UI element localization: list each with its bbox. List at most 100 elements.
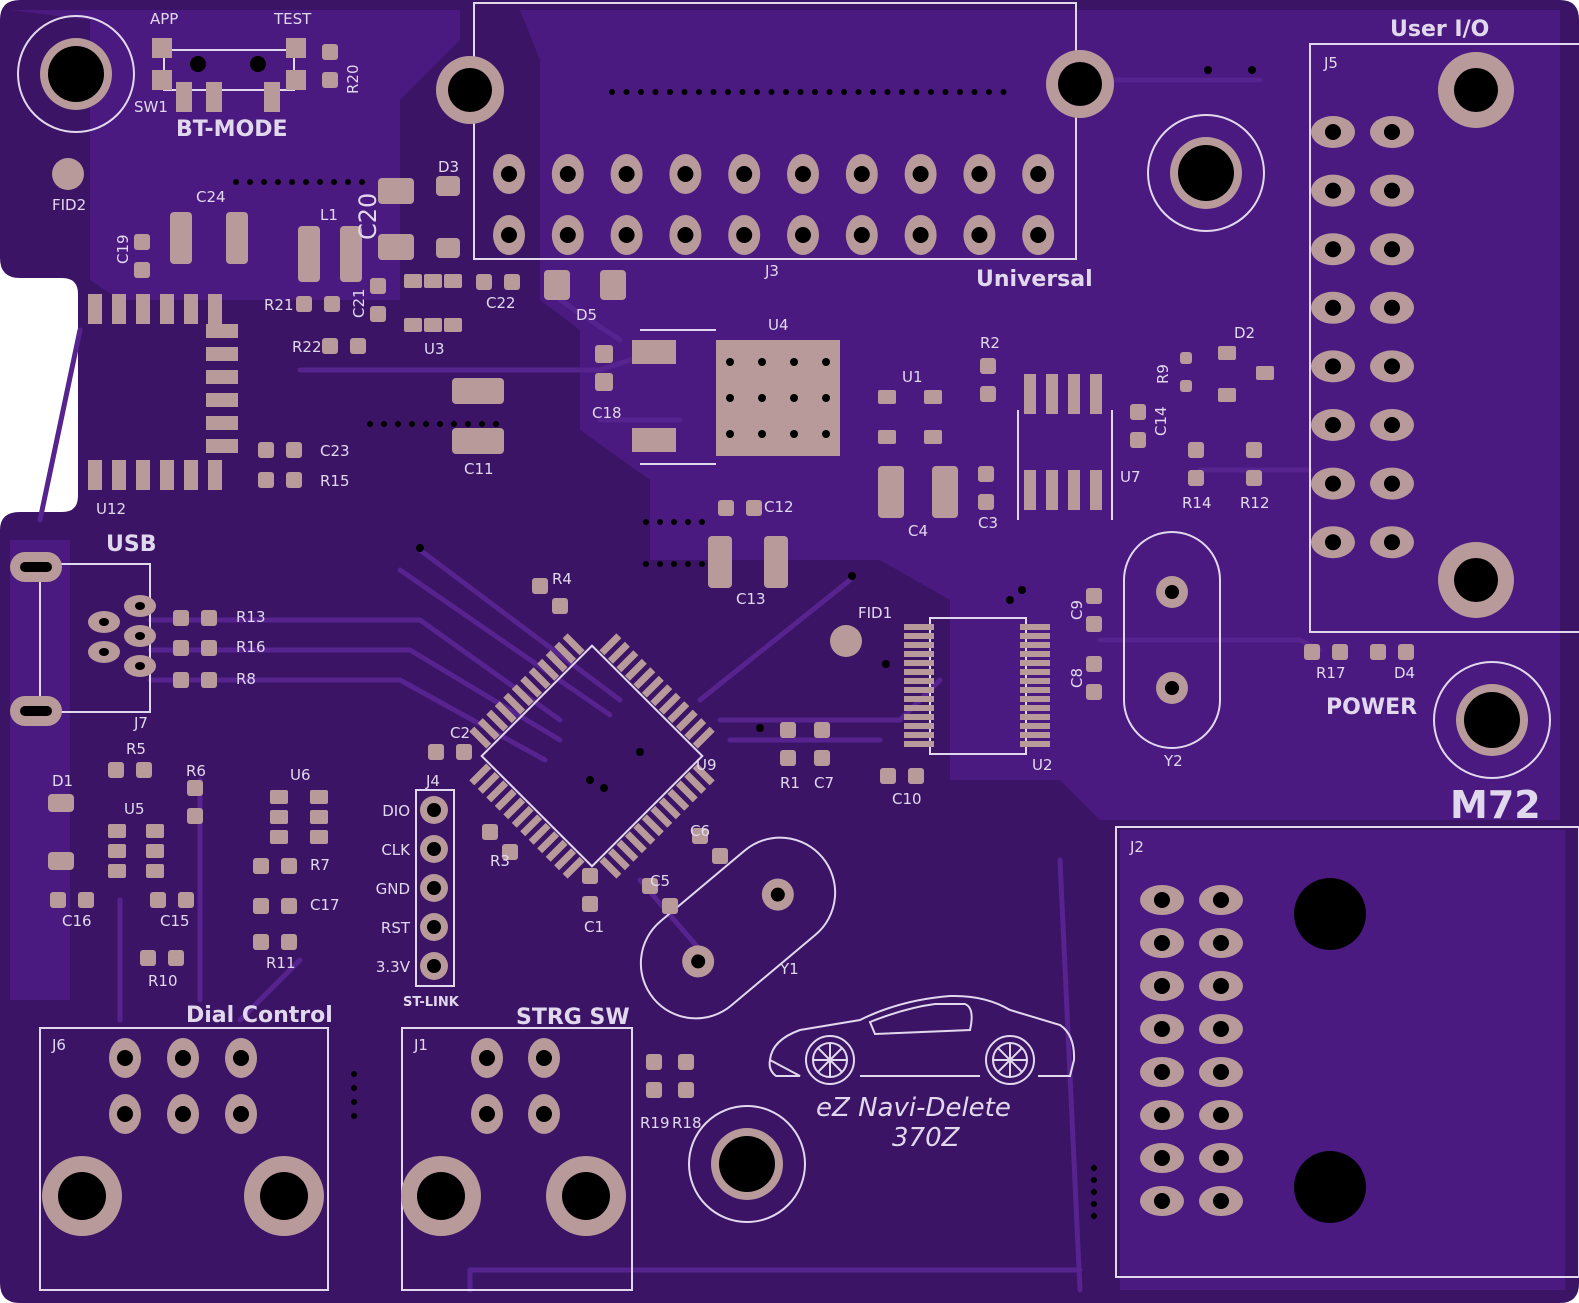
drill-hole	[1384, 299, 1400, 316]
via	[725, 89, 731, 95]
drill-hole	[795, 166, 811, 182]
via	[331, 179, 337, 185]
soic-pin	[904, 687, 934, 693]
via	[758, 394, 766, 402]
via	[754, 89, 760, 95]
via	[710, 89, 717, 95]
drill-hole	[853, 227, 870, 243]
ref-c7: C7	[814, 774, 834, 792]
drill-hole	[1213, 978, 1229, 994]
soic-pin	[904, 714, 934, 720]
soic-pin	[1020, 624, 1050, 630]
regulator-u4	[632, 329, 840, 465]
ref-r17: R17	[1316, 664, 1346, 682]
stlink-pin-label: DIO	[382, 802, 410, 820]
stlink-pin-label: 3.3V	[376, 958, 411, 976]
via	[409, 421, 415, 427]
ref-c5: C5	[650, 872, 670, 890]
ref-u7: U7	[1120, 468, 1141, 486]
via	[696, 89, 702, 95]
smd-pad	[424, 274, 442, 288]
smd-pad	[482, 824, 498, 840]
via	[882, 660, 890, 668]
qfp-pin	[503, 797, 526, 820]
drill-hole	[618, 166, 635, 182]
via	[699, 519, 705, 525]
module-pad	[184, 294, 198, 324]
drill-hole	[1154, 1107, 1170, 1123]
smd-pad	[746, 500, 762, 516]
ref-c4: C4	[908, 522, 928, 540]
drill-hole	[427, 842, 441, 856]
smd-pad	[48, 852, 74, 870]
ref-c16: C16	[62, 912, 92, 930]
via	[261, 179, 267, 185]
drill-hole	[1154, 1021, 1170, 1037]
smd-pad	[764, 536, 788, 588]
ref-r16: R16	[236, 638, 266, 656]
smd-pad	[646, 1054, 662, 1070]
switch-test-label: TEST	[273, 10, 312, 28]
ref-j2: J2	[1129, 838, 1144, 856]
via	[768, 89, 775, 95]
drill-hole	[1154, 892, 1170, 908]
drill-hole	[117, 1106, 133, 1122]
smd-pad	[281, 858, 297, 874]
ref-j1: J1	[413, 1036, 428, 1054]
drill-hole	[175, 1106, 191, 1122]
ref-u2: U2	[1032, 756, 1053, 774]
smd-pad	[452, 378, 504, 404]
ref-r20: R20	[344, 64, 362, 94]
smd-pad	[140, 950, 156, 966]
module-pad	[206, 439, 238, 453]
drill-hole	[677, 166, 694, 182]
drill-hole	[912, 227, 929, 243]
via	[913, 89, 920, 95]
drill-hole	[1384, 182, 1400, 199]
soic-pin	[904, 678, 934, 684]
ref-c6: C6	[690, 822, 710, 840]
smd-pad	[173, 672, 189, 688]
via	[367, 421, 373, 427]
ref-c22: C22	[486, 294, 516, 312]
module-pad	[160, 460, 174, 490]
mounting-holes	[17, 15, 1551, 1223]
smd-pad	[908, 768, 924, 784]
qfp-pin	[684, 718, 707, 741]
smd-pad	[596, 374, 612, 390]
via	[884, 89, 891, 95]
smd-pad	[108, 864, 126, 878]
drill-hole	[1154, 1150, 1170, 1166]
smd-pad	[662, 898, 678, 914]
smd-pad	[78, 892, 94, 908]
drill-hole	[1213, 1150, 1229, 1166]
smd-pad	[281, 898, 297, 914]
smd-pad	[340, 226, 362, 282]
smd-pad	[270, 790, 288, 804]
drill-hole	[1154, 1193, 1170, 1209]
via	[437, 421, 443, 427]
via	[1018, 586, 1026, 594]
stlink-pin-label: CLK	[381, 841, 411, 859]
label-user-io: User I/O	[1390, 17, 1489, 42]
ref-r12: R12	[1240, 494, 1270, 512]
smd-pad	[108, 762, 124, 778]
via	[797, 89, 804, 95]
drill-hole	[1325, 182, 1341, 199]
drill-hole	[479, 1106, 495, 1122]
via	[643, 561, 649, 567]
connector-j2	[1115, 826, 1579, 1278]
ref-d2: D2	[1234, 324, 1255, 342]
smd-pad	[1218, 388, 1236, 402]
ref-d3: D3	[438, 158, 459, 176]
via	[790, 358, 798, 366]
soic-pin	[904, 741, 934, 747]
drill-hole	[1213, 892, 1229, 908]
via	[275, 179, 281, 185]
switch-sw1	[152, 38, 306, 112]
ic-u2	[904, 617, 1050, 755]
smd-pad	[134, 234, 150, 250]
smd-pad	[878, 430, 896, 444]
ref-r14: R14	[1182, 494, 1212, 512]
